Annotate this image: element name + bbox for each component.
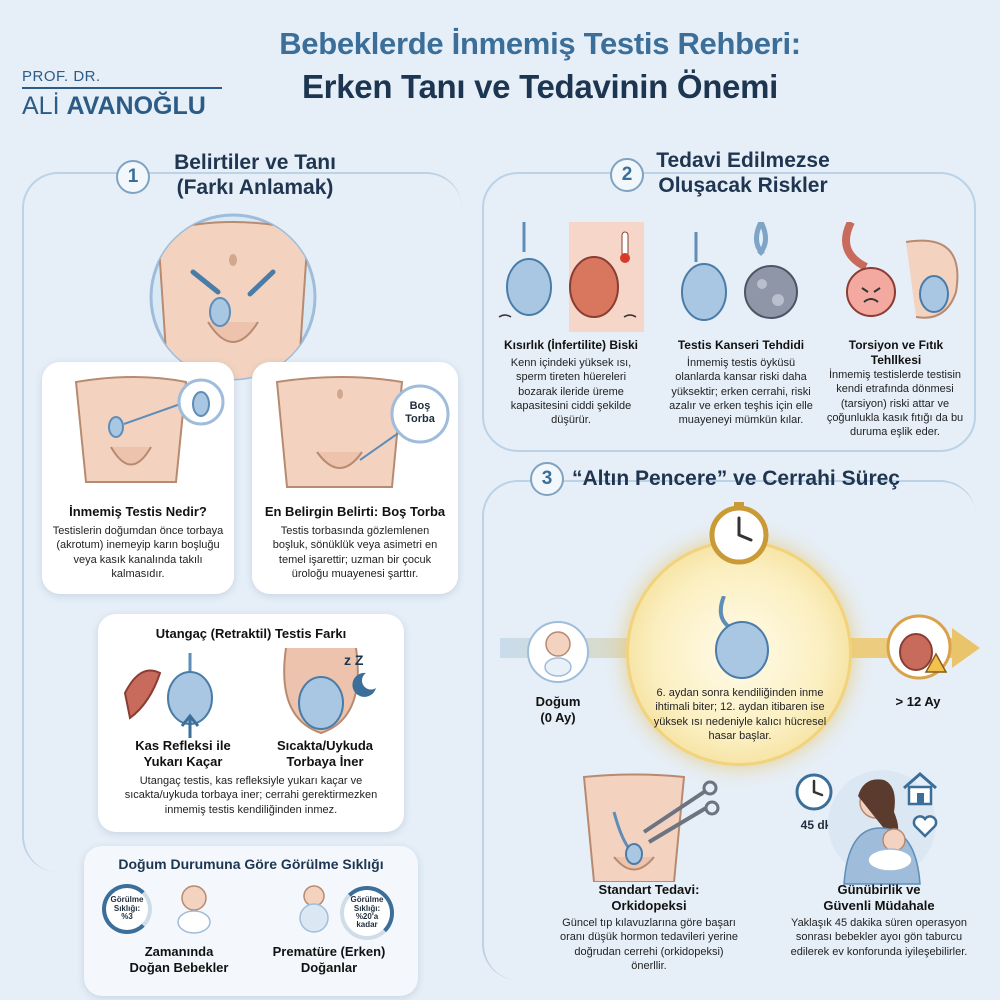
- card-what-is: İnmemiş Testis Nedir? Testislerin doğumd…: [42, 362, 234, 594]
- muscle-reflex-illustration: [123, 653, 213, 738]
- torsion-illustration: [842, 222, 959, 319]
- birth-label: Doğum (0 Ay): [535, 694, 581, 726]
- risk-infertility-title: Kısırlık (İnfertilite) Biski: [503, 338, 639, 352]
- heart-icon: [912, 815, 938, 838]
- risk-cancer-title: Testis Kanseri Tehdidi: [677, 338, 805, 352]
- brand-last-name: AVANOĞLU: [66, 92, 206, 120]
- preterm-badge: Görülme Sıklığı: %20'a kadar: [340, 886, 394, 940]
- clock-icon: [709, 502, 769, 565]
- retractile-text: Utangaç testis, kas refleksiyle yukarı k…: [124, 775, 378, 816]
- home-icon: [903, 772, 937, 806]
- daycase-text: Yaklaşık 45 dakika süren operasyon sonra…: [790, 917, 968, 958]
- fullterm-label: Zamanında Doğan Bebekler: [129, 944, 229, 976]
- page-title-line2: Erken Tanı ve Tedavinin Önemi: [301, 68, 779, 105]
- preterm-label: Prematüre (Erken) Doğanlar: [272, 944, 386, 976]
- card-what-is-text: Testislerin doğumdan önce torbaya (akrot…: [52, 525, 224, 580]
- newborn-icon: [527, 621, 589, 683]
- empty-scrotum-illustration: [275, 376, 450, 488]
- infertility-illustration: [498, 222, 644, 332]
- window-testis-illustration: [715, 596, 769, 679]
- fullterm-rate: Görülme Sıklığı: %3: [110, 894, 144, 922]
- golden-window-text: 6. aydan sonra kendiliğinden inme ihtima…: [653, 687, 827, 742]
- brand-first-name: ALİ: [22, 92, 60, 120]
- page-title-line1: Bebeklerde İnmemiş Testis Rehberi:: [279, 26, 801, 61]
- section3-number: 3: [530, 462, 564, 496]
- surgery-title: Standart Tedavi: Orkidopeksi: [598, 882, 700, 914]
- brand-prefix: PROF. DR.: [22, 68, 101, 85]
- risk-torsion-title: Torsiyon ve Fıtık Tehllkesi: [848, 338, 944, 367]
- fullterm-baby-icon: [177, 885, 211, 934]
- card-retractile: Utangaç (Retraktil) Testis Farkı z Z Kas…: [98, 614, 404, 832]
- orchidopexy-illustration: [582, 773, 720, 882]
- frequency-title: Doğum Durumuna Göre Görülme Sıklığı: [118, 856, 384, 872]
- section1-number: 1: [116, 160, 150, 194]
- sleep-zz-icon: z Z: [344, 652, 364, 668]
- section2-title: Tedavi Edilmezse Oluşacak Riskler: [656, 149, 830, 198]
- timeline-arrow-head: [952, 628, 980, 668]
- retractile-item1: Kas Refleksi ile Yukarı Kaçar: [135, 738, 231, 770]
- surgery-text: Güncel tıp kılavuzlarına göre başarı ora…: [560, 917, 738, 972]
- preterm-rate: Görülme Sıklığı: %20'a kadar: [350, 895, 384, 930]
- card-what-is-title: İnmemiş Testis Nedir?: [69, 504, 207, 519]
- day-clock-icon: [795, 773, 833, 811]
- card-empty-scrotum: Boş Torba En Belirgin Belirti: Boş Torba…: [252, 362, 458, 594]
- cancer-illustration: [681, 222, 798, 321]
- section3-frame: [482, 480, 976, 980]
- retractile-title: Utangaç (Retraktil) Testis Farkı: [155, 626, 347, 641]
- preterm-baby-icon: [299, 885, 329, 933]
- section3-title: “Altın Pencere” ve Cerrahi Süreç: [572, 467, 900, 490]
- risk-cancer-text: İnmemiş testis öyküsü olanlarda kansar r…: [669, 357, 813, 427]
- after-12-months-label: > 12 Ay: [895, 694, 941, 709]
- risk-torsion-text: İnmemiş testislerde testisin kendi etraf…: [826, 369, 964, 439]
- fullterm-badge: Görülme Sıklığı: %3: [102, 884, 152, 934]
- section2-frame: [482, 172, 976, 452]
- daycase-title: Günübirlik ve Güvenli Müdahale: [823, 882, 935, 914]
- duration-label: 45 dk: [800, 818, 832, 832]
- section1-frame: [22, 172, 462, 872]
- damaged-testis-icon: [886, 614, 952, 680]
- risk-infertility-text: Kenn içindeki yüksek ısı, sperm tireten …: [510, 357, 632, 427]
- section2-number: 2: [610, 158, 644, 192]
- section1-title: Belirtiler ve Tanı (Farkı Anlamak): [174, 151, 336, 200]
- empty-scrotum-bubble: Boş Torba: [405, 400, 435, 426]
- card-empty-scrotum-text: Testis torbasında gözlemlenen boşluk, sö…: [272, 525, 438, 580]
- hero-groin-illustration: [149, 213, 317, 381]
- card-empty-scrotum-title: En Belirgin Belirti: Boş Torba: [264, 504, 446, 519]
- warm-sleep-illustration: [283, 648, 376, 735]
- retractile-item2: Sıcakta/Uykuda Torbaya İner: [276, 738, 374, 770]
- abdomen-illustration: [74, 376, 225, 483]
- brand-logo: PROF. DR. ALİ AVANOĞLU: [22, 68, 232, 121]
- card-frequency: Doğum Durumuna Göre Görülme Sıklığı Görü…: [84, 846, 418, 996]
